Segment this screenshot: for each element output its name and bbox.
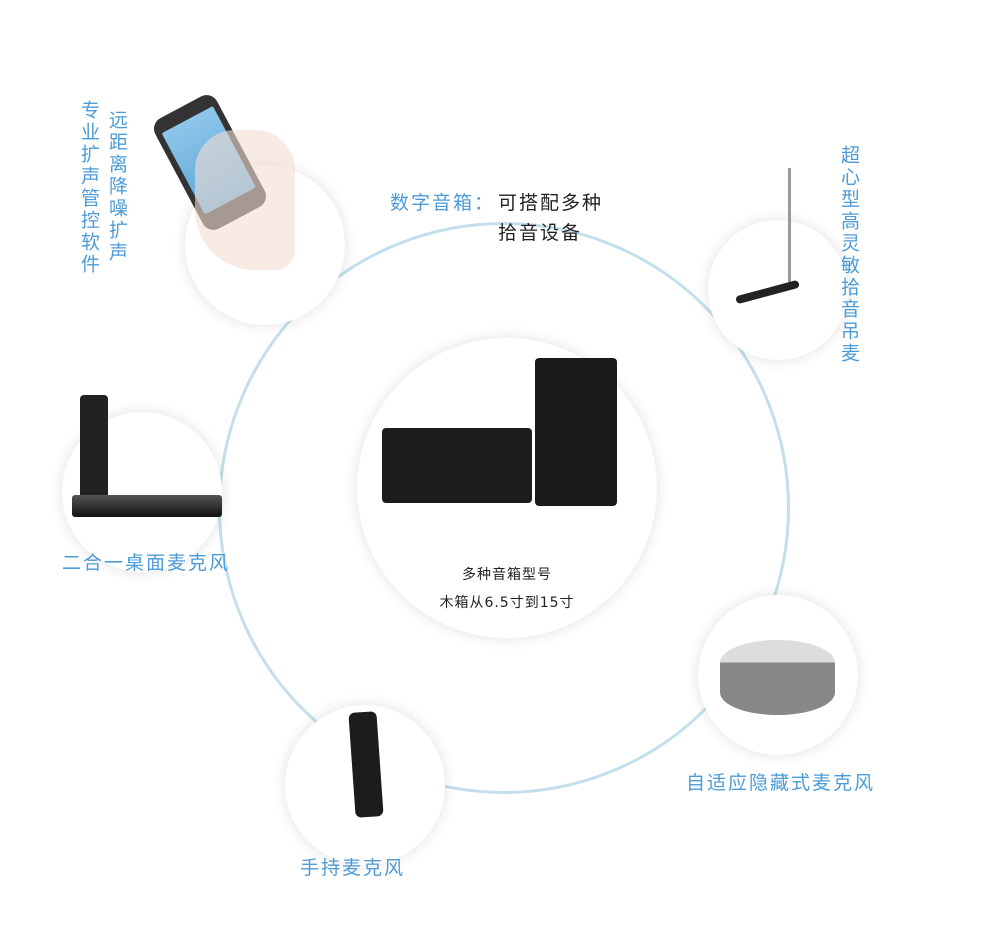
ceiling-mic-label: 自适应隐藏式麦克风 (686, 772, 876, 794)
noise-reduction-label: 远距离降噪扩声 (106, 110, 128, 264)
speaker-models-label: 多种音箱型号 (462, 567, 552, 583)
vertical-speaker-icon (535, 358, 617, 506)
software-label: 专业扩声管控软件 (78, 100, 100, 276)
horizontal-speaker-icon (382, 428, 532, 503)
digital-speaker-label: 数字音箱： (390, 192, 496, 214)
desk-mic-label: 二合一桌面麦克风 (62, 552, 231, 574)
pairing-line-2: 拾音设备 (498, 222, 583, 244)
ceiling-mic-icon (720, 640, 835, 715)
hand-image (195, 130, 295, 270)
hanging-mic-label: 超心型高灵敏拾音吊麦 (838, 145, 860, 365)
hanging-mic-rod (788, 168, 791, 290)
handheld-mic-label: 手持麦克风 (300, 857, 406, 879)
pairing-line-1: 可搭配多种 (498, 192, 604, 214)
desk-mic-upright (80, 395, 108, 505)
desk-mic-base (72, 495, 222, 517)
speaker-size-label: 木箱从6.5寸到15寸 (439, 595, 575, 611)
